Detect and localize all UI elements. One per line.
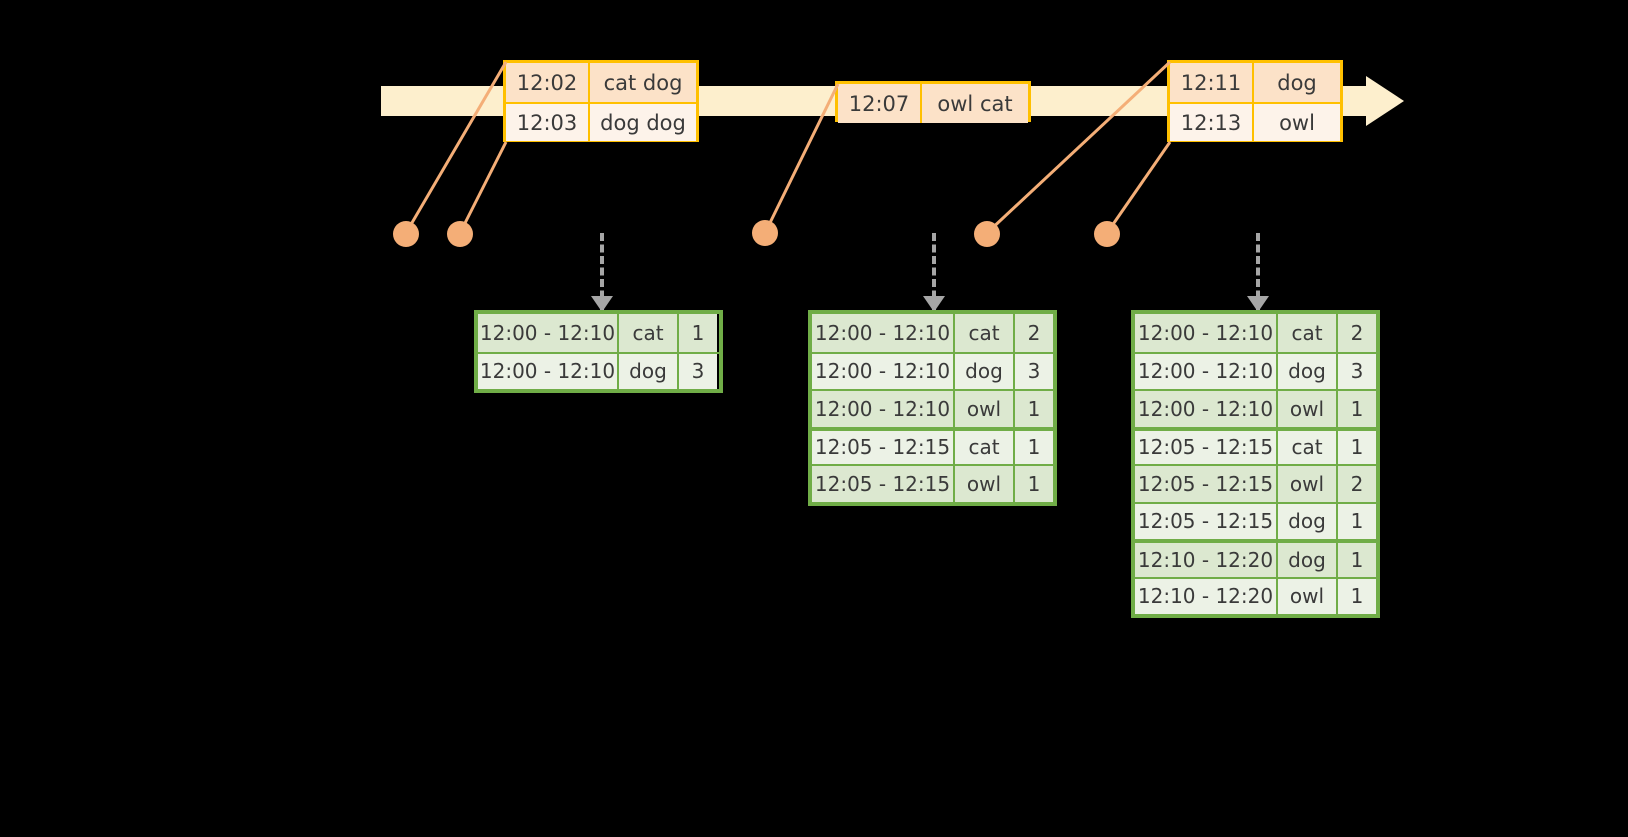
- event-group-3: 12:11 dog 12:13 owl: [1167, 60, 1343, 142]
- arrow-stem: [1256, 233, 1260, 310]
- window-cell: 12:00 - 12:10: [478, 314, 619, 352]
- word-cell: owl: [955, 391, 1015, 427]
- event-row: 12:02 cat dog: [506, 63, 696, 102]
- dashed-arrow-1: [591, 233, 613, 312]
- connector-dot: [1094, 221, 1120, 247]
- word-cell: dog: [1278, 353, 1338, 389]
- word-cell: owl: [1278, 466, 1338, 502]
- word-cell: cat: [955, 314, 1015, 352]
- arrow-stem: [600, 233, 604, 310]
- event-time: 12:13: [1170, 104, 1254, 141]
- timeline-arrow-icon: [1366, 76, 1404, 126]
- window-cell: 12:00 - 12:10: [812, 391, 955, 427]
- window-cell: 12:00 - 12:10: [1135, 314, 1278, 352]
- event-words: dog dog: [590, 104, 696, 141]
- word-cell: cat: [1278, 314, 1338, 352]
- connector-dot: [447, 221, 473, 247]
- event-time: 12:02: [506, 63, 590, 102]
- window-cell: 12:00 - 12:10: [1135, 353, 1278, 389]
- count-cell: 1: [679, 314, 717, 352]
- dashed-arrow-3: [1247, 233, 1269, 312]
- connector-dot: [974, 221, 1000, 247]
- arrow-head-icon: [923, 296, 945, 312]
- count-cell: 1: [1338, 430, 1376, 464]
- event-words: dog: [1254, 63, 1340, 102]
- window-cell: 12:05 - 12:15: [1135, 503, 1278, 539]
- word-cell: cat: [619, 314, 679, 352]
- window-cell: 12:10 - 12:20: [1135, 578, 1278, 614]
- event-words: cat dog: [590, 63, 696, 102]
- event-row: 12:07 owl cat: [838, 84, 1028, 123]
- event-group-1: 12:02 cat dog 12:03 dog dog: [503, 60, 699, 142]
- event-time: 12:11: [1170, 63, 1254, 102]
- arrow-stem: [932, 233, 936, 310]
- word-cell: cat: [955, 430, 1015, 464]
- dashed-arrow-2: [923, 233, 945, 312]
- word-cell: dog: [619, 353, 679, 389]
- count-cell: 1: [1015, 466, 1053, 502]
- count-cell: 1: [1338, 578, 1376, 614]
- count-cell: 1: [1015, 430, 1053, 464]
- connector-dot: [393, 221, 419, 247]
- word-cell: cat: [1278, 430, 1338, 464]
- window-cell: 12:00 - 12:10: [1135, 391, 1278, 427]
- window-cell: 12:10 - 12:20: [1135, 543, 1278, 577]
- count-cell: 2: [1338, 466, 1376, 502]
- window-cell: 12:05 - 12:15: [812, 466, 955, 502]
- event-row: 12:13 owl: [1170, 102, 1340, 141]
- connector-dot: [752, 220, 778, 246]
- count-cell: 1: [1338, 503, 1376, 539]
- window-cell: 12:05 - 12:15: [1135, 430, 1278, 464]
- event-time: 12:03: [506, 104, 590, 141]
- count-cell: 1: [1015, 391, 1053, 427]
- window-cell: 12:05 - 12:15: [1135, 466, 1278, 502]
- window-cell: 12:00 - 12:10: [478, 353, 619, 389]
- word-cell: owl: [955, 466, 1015, 502]
- count-cell: 2: [1015, 314, 1053, 352]
- word-cell: dog: [955, 353, 1015, 389]
- event-row: 12:11 dog: [1170, 63, 1340, 102]
- arrow-head-icon: [1247, 296, 1269, 312]
- window-cell: 12:00 - 12:10: [812, 353, 955, 389]
- event-time: 12:07: [838, 84, 922, 123]
- count-cell: 3: [1015, 353, 1053, 389]
- count-cell: 1: [1338, 391, 1376, 427]
- word-cell: owl: [1278, 391, 1338, 427]
- count-cell: 3: [679, 353, 717, 389]
- arrow-head-icon: [591, 296, 613, 312]
- window-cell: 12:05 - 12:15: [812, 430, 955, 464]
- word-cell: owl: [1278, 578, 1338, 614]
- event-words: owl cat: [922, 84, 1028, 123]
- word-cell: dog: [1278, 543, 1338, 577]
- count-cell: 1: [1338, 543, 1376, 577]
- window-cell: 12:00 - 12:10: [812, 314, 955, 352]
- word-cell: dog: [1278, 503, 1338, 539]
- event-words: owl: [1254, 104, 1340, 141]
- event-group-2: 12:07 owl cat: [835, 81, 1031, 123]
- count-cell: 2: [1338, 314, 1376, 352]
- event-row: 12:03 dog dog: [506, 102, 696, 141]
- count-cell: 3: [1338, 353, 1376, 389]
